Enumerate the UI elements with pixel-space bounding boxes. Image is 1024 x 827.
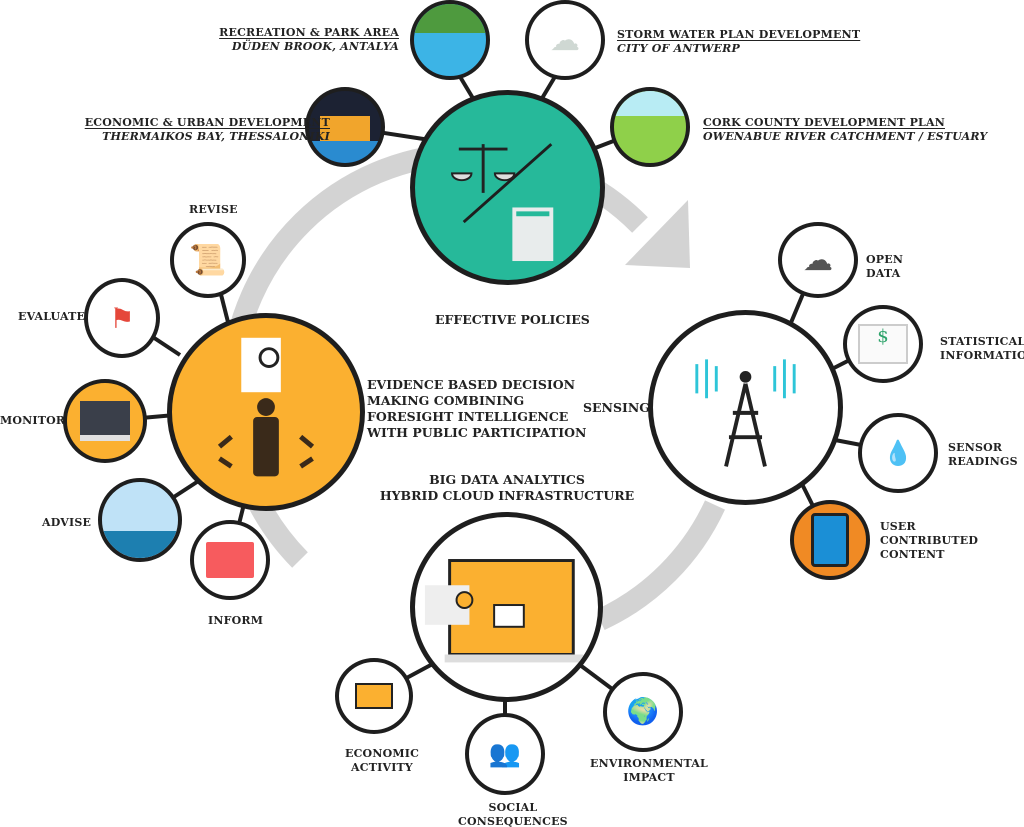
river-landscape-icon: [610, 87, 690, 167]
sensing-label: SENSING: [583, 400, 650, 415]
step-monitor: MONITOR: [0, 414, 66, 427]
step-revise: REVISE: [189, 203, 238, 216]
step-inform: INFORM: [208, 614, 264, 627]
effective-policies-circle: [410, 90, 605, 285]
cycle-arrow-head: [625, 200, 690, 268]
antenna-tower-icon: [695, 358, 796, 467]
economic-money-icon[interactable]: [335, 658, 413, 734]
data-dashboard-icon: [424, 558, 584, 662]
inform-folder-icon[interactable]: [190, 520, 270, 600]
statistical-board-icon[interactable]: $: [843, 305, 923, 383]
rain-cloud-icon: ☁: [525, 0, 605, 80]
evaluate-flag-icon[interactable]: ⚑: [84, 278, 160, 358]
open-data-cloud-icon[interactable]: ☁: [778, 222, 858, 298]
user-tablet-touch-icon[interactable]: [790, 500, 870, 580]
city-skyline-icon: [305, 87, 385, 167]
decision-making-circle: [167, 313, 365, 511]
cycle-ring-right: [595, 500, 725, 630]
monitor-dashboard-icon[interactable]: [63, 379, 147, 463]
effective-policies-label: EFFECTIVE POLICIES: [435, 312, 590, 327]
source-statistical: STATISTICALINFORMATION: [940, 335, 1024, 362]
step-advise: ADVISE: [42, 516, 92, 529]
step-evaluate: EVALUATE: [18, 310, 86, 323]
social-people-icon[interactable]: 👥: [465, 713, 545, 795]
environment-globe-hand-icon[interactable]: 🌍: [603, 672, 683, 752]
scales-newspaper-icon: [451, 142, 554, 261]
advise-magnifier-port-icon[interactable]: [98, 478, 182, 562]
sensing-circle: [648, 310, 843, 505]
revise-scroll-quill-icon[interactable]: 📜: [170, 222, 246, 298]
sensor-drop-icon[interactable]: 💧: [858, 413, 938, 493]
businessman-report-icon: [217, 337, 315, 477]
recreation-park-icon: [410, 0, 490, 80]
big-data-circle: [410, 512, 603, 702]
